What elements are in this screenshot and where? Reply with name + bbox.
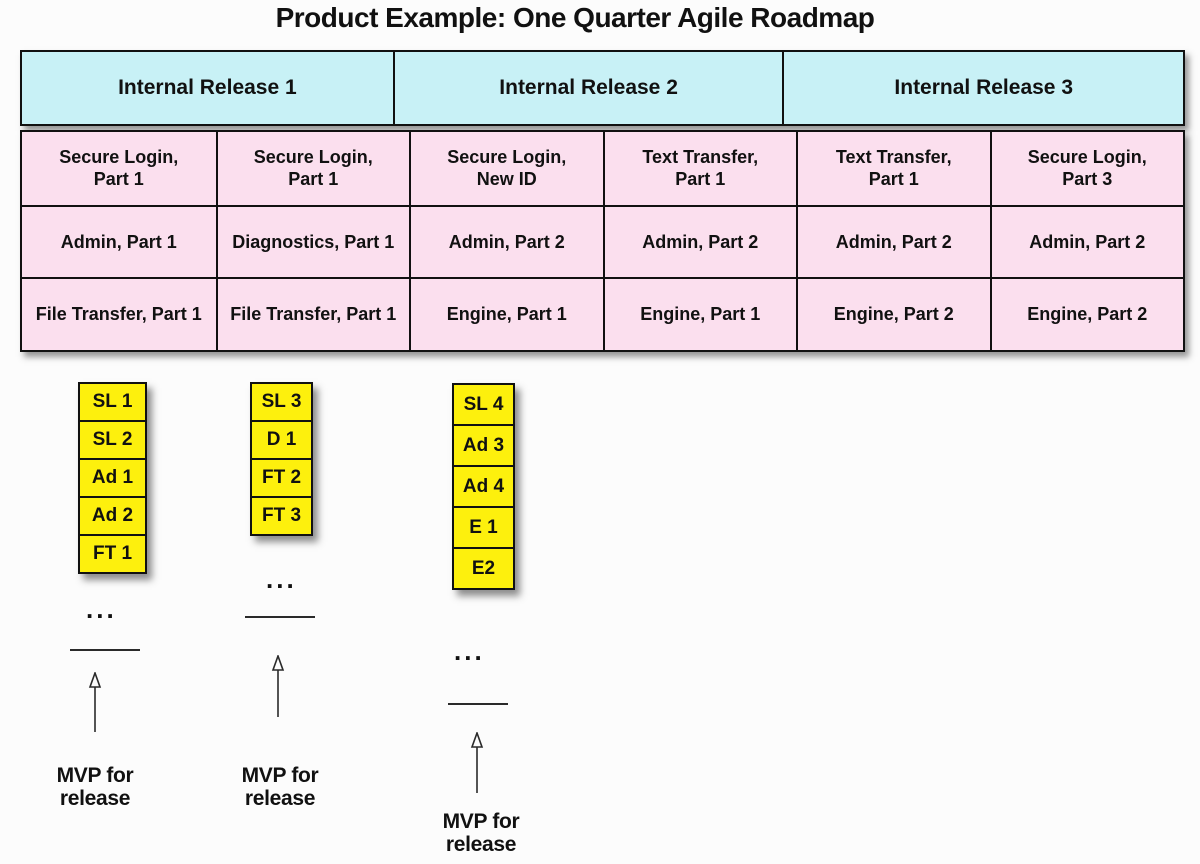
release-cell-1: Internal Release 1 — [118, 76, 297, 99]
backlog-stack-2: SL 3 D 1 FT 2 FT 3 — [250, 382, 313, 536]
sticky-note: SL 3 — [250, 382, 313, 422]
feature-cell-r3c1: File Transfer, Part 1 — [22, 277, 216, 350]
feature-cell-r3c4: Engine, Part 1 — [602, 277, 796, 350]
feature-cell-r2c4: Admin, Part 2 — [602, 204, 796, 278]
sticky-note: E 1 — [452, 506, 515, 549]
sticky-note: Ad 4 — [452, 465, 515, 508]
up-arrow-icon — [88, 672, 102, 732]
feature-cell-r3c5: Engine, Part 2 — [796, 277, 990, 350]
sticky-note: SL 4 — [452, 383, 515, 426]
sticky-note: FT 3 — [250, 496, 313, 536]
mvp-label-1: MVP for release — [56, 764, 134, 810]
ellipsis-3: ... — [454, 636, 485, 666]
ellipsis-2: ... — [266, 564, 297, 594]
release-cell-3: Internal Release 3 — [782, 52, 1183, 124]
sticky-note: SL 2 — [78, 420, 147, 460]
feature-cell-r3c6: Engine, Part 2 — [989, 277, 1183, 350]
sticky-note: SL 1 — [78, 382, 147, 422]
feature-cell-r1c5: Text Transfer, Part 1 — [796, 132, 990, 205]
page-title: Product Example: One Quarter Agile Roadm… — [275, 2, 875, 33]
feature-grid: Secure Login, Part 1 Secure Login, Part … — [20, 130, 1185, 352]
up-arrow-icon — [470, 732, 484, 793]
feature-cell-r2c6: Admin, Part 2 — [989, 204, 1183, 278]
mvp-cutoff-line-2 — [245, 616, 315, 618]
sticky-note: FT 1 — [78, 534, 147, 574]
backlog-stack-1: SL 1 SL 2 Ad 1 Ad 2 FT 1 — [78, 382, 147, 574]
ellipsis-1: ... — [86, 594, 117, 624]
feature-cell-r1c1: Secure Login, Part 1 — [59, 146, 179, 190]
backlog-stack-3: SL 4 Ad 3 Ad 4 E 1 E2 — [452, 383, 515, 590]
mvp-label-2: MVP for release — [241, 764, 319, 810]
mvp-cutoff-line-3 — [448, 703, 508, 705]
feature-cell-r1c3: Secure Login, New ID — [409, 132, 603, 205]
sticky-note: FT 2 — [250, 458, 313, 498]
feature-cell-r3c2: File Transfer, Part 1 — [215, 277, 409, 350]
feature-cell-r1c6: Secure Login, Part 3 — [989, 132, 1184, 205]
sticky-note: Ad 1 — [78, 458, 147, 498]
release-cell-2: Internal Release 2 — [392, 52, 783, 124]
up-arrow-icon — [271, 655, 285, 717]
feature-cell-r3c3: Engine, Part 1 — [409, 277, 603, 350]
sticky-note: E2 — [452, 547, 515, 590]
mvp-label-3: MVP for release — [442, 810, 520, 856]
feature-cell-r2c3: Admin, Part 2 — [409, 204, 603, 278]
feature-cell-r2c1: Admin, Part 1 — [22, 204, 216, 278]
sticky-note: Ad 2 — [78, 496, 147, 536]
feature-cell-r1c4: Text Transfer, Part 1 — [602, 132, 797, 205]
sticky-note: D 1 — [250, 420, 313, 460]
sticky-note: Ad 3 — [452, 424, 515, 467]
mvp-cutoff-line-1 — [70, 649, 140, 651]
release-header-bar: Internal Release 1 Internal Release 2 In… — [20, 50, 1185, 126]
feature-cell-r2c5: Admin, Part 2 — [796, 204, 990, 278]
feature-cell-r2c2: Diagnostics, Part 1 — [215, 204, 409, 278]
feature-cell-r1c2: Secure Login, Part 1 — [215, 132, 410, 205]
